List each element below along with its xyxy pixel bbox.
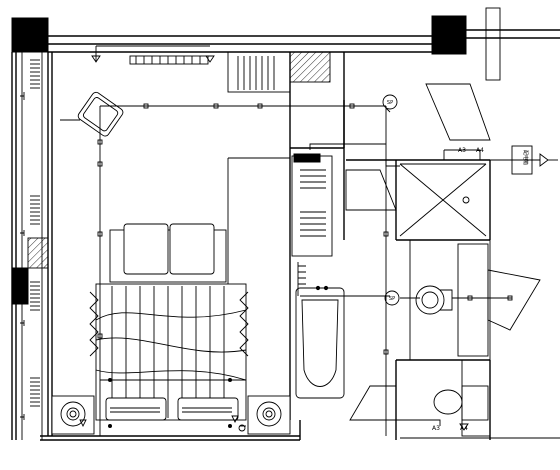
lamp-right-icon [256,401,282,427]
sensor-top-icon [382,94,398,110]
column-top-right [431,15,467,55]
sensor-bath-label: SP [389,296,395,302]
closet-frame [227,51,291,93]
circuit-tag-a3-top: A3 [458,147,466,154]
lounge-chair [77,91,124,137]
wc-partition [461,359,491,437]
towel-rack-header [293,153,321,163]
distribution-panel: 配电箱 [511,145,533,175]
sensor-bath-icon [384,290,400,306]
circuit-tag-a4-top: A4 [476,147,484,154]
exterior-pier [485,7,501,81]
curtain-rail [91,45,215,65]
vanity-area [409,239,491,361]
electrical-wiring [60,103,558,437]
shaft-hatch [289,51,331,83]
floor-socket-icon [238,424,246,432]
washbasin [415,285,445,315]
entry-arrow-icon [539,153,549,167]
sofa-cushion-left [123,223,169,275]
sofa-cushion-right [169,223,215,275]
panel-label: 配电箱 [522,150,529,165]
entry-recess [425,83,491,141]
mirror-bay [487,269,541,331]
bed-cover-fold [95,309,247,321]
bathtub-basin [301,299,339,387]
panel-box [511,145,533,175]
interior-walls [227,51,541,421]
column-left-mid [11,267,29,305]
left-wall-hatch [27,237,49,269]
bathroom-fixtures [291,153,489,421]
lamp-left-icon [60,401,86,427]
shower-drain-icon [462,196,470,204]
toilet-bowl [433,389,463,415]
outlet-bed-right-icon [231,415,239,424]
left-window-strip [20,52,49,440]
pillow-right [177,397,239,421]
outlet-left-icon [79,419,87,428]
vanity-counter [457,243,489,357]
shower-corner [345,169,397,211]
exterior-walls [11,7,560,441]
circuit-tag-a4-bottom: A4 [460,425,468,432]
circuit-tag-a3-bottom: A3 [432,425,440,432]
column-top-left [11,17,49,53]
wc-door-swing [349,385,397,421]
sensor-top-label: SP [387,100,393,106]
bed-slats [111,286,225,418]
downlight-right-icon [205,55,215,63]
sensor-top: SP [382,94,398,110]
towel-rack [291,155,333,257]
pillow-left [105,397,167,421]
toilet-tank [461,385,489,421]
sensor-bath: SP [384,290,400,306]
bedroom-furniture [51,91,291,435]
ac-grille [129,55,209,65]
